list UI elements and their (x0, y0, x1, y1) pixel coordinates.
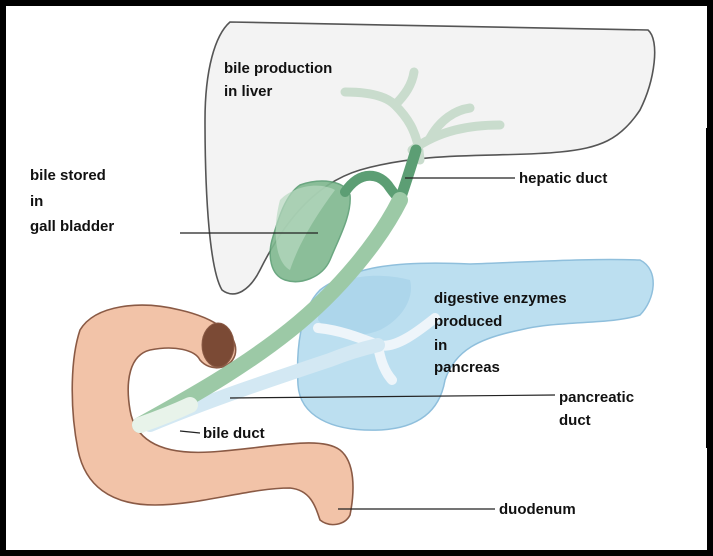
bile-duct-tip (140, 405, 190, 425)
label-duodenum: duodenum (499, 501, 576, 518)
cystic-duct (345, 176, 400, 200)
label-hepatic-duct: hepatic duct (519, 170, 607, 187)
bile-duct-leader (180, 431, 200, 433)
right-edge-bar (706, 128, 710, 448)
label-bile-stored: bile stored in gall bladder (30, 167, 114, 235)
label-pancreatic-duct: pancreatic duct (559, 389, 638, 429)
label-bile-duct: bile duct (203, 425, 265, 442)
duodenum-opening (202, 323, 234, 367)
